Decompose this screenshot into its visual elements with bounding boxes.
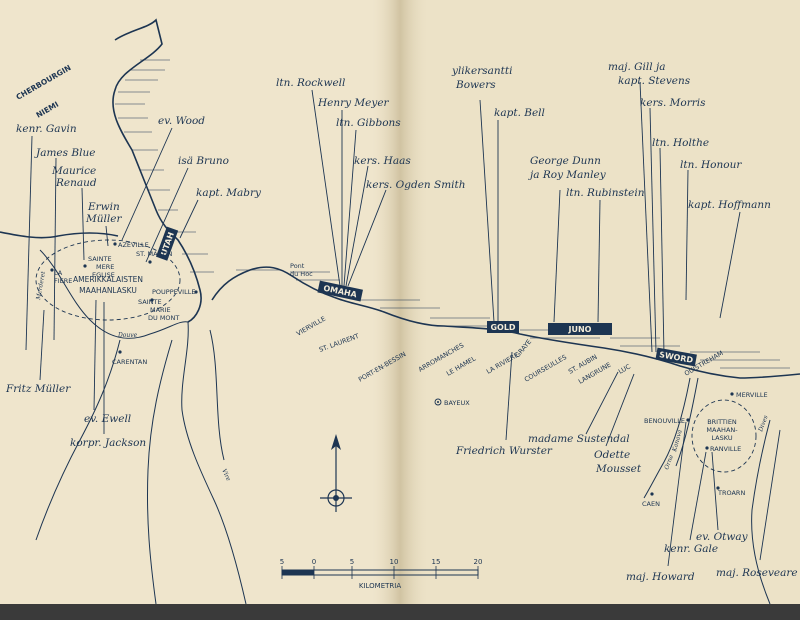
place-pouppeville: POUPPEVILLE (152, 288, 195, 296)
label-otway: ev. Otway (696, 531, 749, 543)
svg-text:Orne: Orne (663, 454, 675, 471)
place-azeville: AZEVILLE (118, 241, 149, 249)
label-odette-2: Mousset (595, 463, 642, 475)
svg-text:Vire: Vire (220, 468, 232, 483)
label-gale: kenr. Gale (664, 543, 718, 555)
coastline-west (0, 231, 119, 239)
label-mabry: kapt. Mabry (196, 187, 262, 199)
scale-bar: 5 0 5 10 15 20 KILOMETRIA (280, 558, 483, 590)
label-wood: ev. Wood (158, 115, 205, 127)
label-morris: kers. Morris (640, 97, 706, 109)
label-meyer: Henry Meyer (317, 97, 390, 109)
scale-tick-5: 20 (474, 558, 483, 566)
label-blue: James Blue (34, 147, 95, 159)
leader-lines (25, 81, 781, 567)
label-ogden: kers. Ogden Smith (366, 179, 466, 191)
label-muller-e: Erwin (87, 201, 120, 213)
people-labels: kenr. Gavin James Blue Maurice Renaud ev… (5, 61, 798, 583)
page-spine (372, 0, 428, 604)
label-renaud: Maurice (51, 165, 96, 177)
place-st-martin: ST. MARTIN (136, 250, 172, 258)
right-page (400, 0, 800, 604)
label-dunn-2: ja Roy Manley (528, 169, 607, 181)
place-ste-mere-3: EGLISE (92, 271, 115, 279)
place-la-fiere-2: FIERE (54, 277, 72, 285)
label-haas: kers. Haas (354, 155, 411, 167)
place-pointe-du-hoc-2: du Hoc (290, 270, 313, 278)
place-ste-mere-2: MERE (96, 263, 114, 271)
svg-text:GOLD: GOLD (490, 323, 515, 332)
scale-tick-0: 5 (280, 558, 284, 566)
scale-label: KILOMETRIA (359, 582, 401, 590)
label-howard: maj. Howard (626, 571, 695, 583)
cover-edge (0, 604, 800, 620)
label-gill: maj. Gill ja (608, 61, 665, 73)
compass-icon (320, 434, 352, 512)
label-bruno: isä Bruno (178, 155, 229, 167)
label-bowers: ylikersantti (451, 65, 512, 77)
british-drop-zone (691, 399, 757, 473)
svg-text:Douve: Douve (117, 332, 138, 339)
beach-sword: SWORD (655, 347, 697, 367)
label-odette: Odette (594, 449, 630, 461)
label-roseveare: maj. Roseveare (716, 567, 798, 579)
place-carentan: CARENTAN (112, 358, 147, 366)
label-ewell: ev. Ewell (84, 413, 131, 425)
label-dunn: George Dunn (530, 155, 601, 167)
rivers (35, 249, 771, 605)
place-la-fiere: LA (54, 269, 63, 277)
label-gibbons: ltn. Gibbons (336, 117, 401, 129)
scale-tick-2: 5 (350, 558, 354, 566)
place-benouville: BENOUVILLE (644, 417, 685, 425)
coastline-calvados (211, 266, 800, 379)
region-american: AMERIKKALAISTEN (73, 275, 143, 284)
scale-tick-4: 15 (432, 558, 441, 566)
scale-tick-1: 0 (312, 558, 316, 566)
place-ranville: RANVILLE (710, 445, 741, 453)
place-bayeux: BAYEUX (444, 399, 470, 407)
label-sustendal: madame Sustendal (528, 433, 630, 445)
label-bowers-2: Bowers (455, 79, 496, 91)
place-troarn: TROARN (717, 489, 745, 497)
region-british: BRITTIEN (707, 418, 737, 426)
region-british-3: LASKU (711, 434, 732, 442)
label-wurster: Friedrich Wurster (455, 445, 553, 457)
label-rubinstein: ltn. Rubinstein (566, 187, 645, 199)
region-american-2: MAAHANLASKU (79, 286, 137, 295)
place-caen: CAEN (642, 500, 660, 508)
region-british-2: MAAHAN- (706, 426, 738, 434)
place-merville: MERVILLE (736, 391, 768, 399)
label-honour: ltn. Honour (680, 159, 742, 171)
left-page (0, 0, 400, 604)
label-fritz: Fritz Müller (5, 383, 71, 395)
label-jackson: korpr. Jackson (70, 437, 146, 449)
place-ste-marie: SAINTE (138, 298, 162, 306)
label-holthe: ltn. Holthe (652, 137, 709, 149)
place-ste-marie-3: DU MONT (148, 314, 179, 322)
label-hoffmann: kapt. Hoffmann (688, 199, 771, 211)
scale-tick-3: 10 (390, 558, 399, 566)
label-gill-2: kapt. Stevens (618, 75, 691, 87)
american-drop-zone (35, 239, 181, 321)
coastline-cotentin (112, 18, 202, 323)
beach-gold: GOLD (487, 321, 519, 333)
place-pointe-du-hoc: Pont (290, 262, 305, 270)
label-bell: kapt. Bell (494, 107, 545, 119)
label-renaud-2: Renaud (55, 177, 97, 189)
label-muller-e-2: Müller (85, 213, 122, 225)
place-ste-marie-2: MARIE (150, 306, 171, 314)
svg-text:JUNO: JUNO (568, 325, 592, 334)
place-ste-mere: SAINTE (88, 255, 112, 263)
label-gavin: kenr. Gavin (16, 123, 77, 135)
beach-juno: JUNO (548, 323, 612, 335)
label-rockwell: ltn. Rockwell (276, 77, 345, 89)
